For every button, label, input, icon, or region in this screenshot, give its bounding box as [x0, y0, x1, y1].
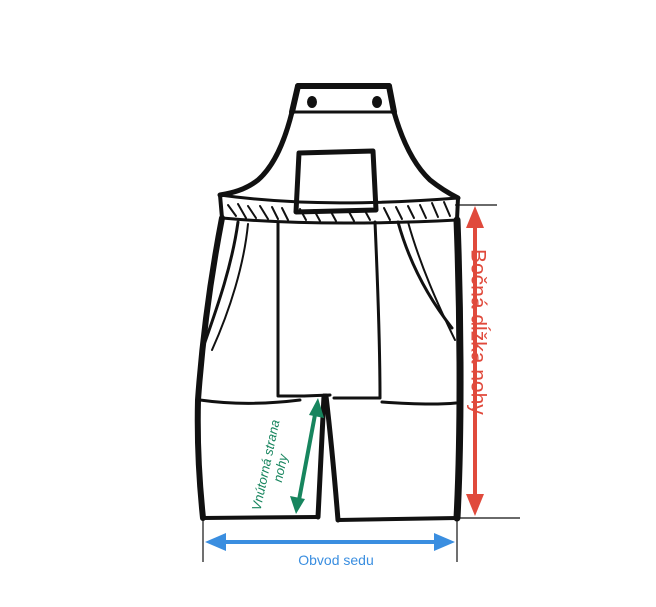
- side-length-measure: Bočná dĺžka nohy: [455, 204, 520, 519]
- left-pocket-curve: [203, 220, 240, 344]
- right-leg-hem: [336, 516, 459, 522]
- bib-top-right-edge: [386, 83, 397, 115]
- inner-leg-arrowhead-down: [290, 496, 305, 514]
- left-leg-hem: [201, 515, 320, 520]
- inner-leg-arrowhead-up: [309, 398, 324, 418]
- overalls-outline: [194, 83, 464, 523]
- waistband-left-end: [218, 193, 224, 220]
- seat-arrowhead-right: [434, 533, 455, 551]
- front-panel-left: [276, 220, 306, 398]
- inner-leg-right: [323, 393, 341, 523]
- inner-leg-label-line2: nohy: [270, 451, 291, 483]
- right-side-seam: [453, 216, 464, 522]
- bib-right-side: [391, 109, 461, 201]
- waistband-right-end: [455, 196, 460, 222]
- side-length-label: Bočná dĺžka nohy: [467, 249, 491, 415]
- inner-leg-arrow-line: [297, 411, 318, 501]
- inner-leg-left: [315, 393, 327, 520]
- seat-circumference-label: Obvod sedu: [298, 552, 374, 568]
- bib-top-left-edge: [289, 83, 301, 115]
- left-side-seam: [194, 215, 225, 521]
- waistband-gathers: [227, 201, 451, 222]
- right-pocket-curve: [396, 220, 454, 330]
- bib-left-side: [217, 109, 295, 198]
- front-panel-right: [332, 220, 382, 400]
- bib-button-right: [372, 96, 382, 108]
- waistband-bottom: [220, 216, 459, 225]
- right-hip-seam: [380, 400, 458, 406]
- bib-pocket: [293, 148, 379, 215]
- seat-circumference-measure: Obvod sedu: [202, 520, 458, 568]
- side-length-arrowhead-down: [466, 494, 484, 516]
- right-pocket-curve-inner: [407, 221, 456, 341]
- left-pocket-curve-inner: [211, 223, 249, 351]
- inner-leg-label: Vnútorná strana nohy: [249, 418, 291, 512]
- seat-arrowhead-left: [205, 533, 226, 551]
- side-length-arrowhead-up: [466, 206, 484, 228]
- waistband-top: [218, 193, 460, 205]
- bib-button-left: [307, 96, 317, 108]
- left-hip-seam: [198, 398, 302, 405]
